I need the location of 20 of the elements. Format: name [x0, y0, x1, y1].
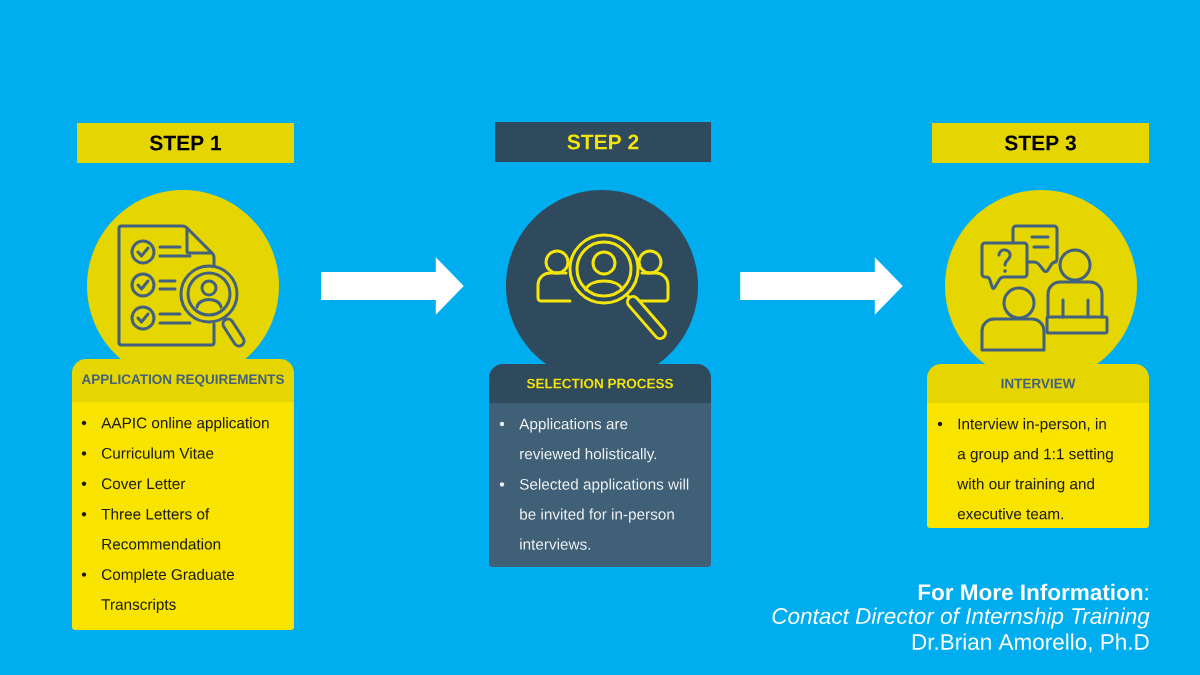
list-item: Three Letters of Recommendation: [101, 508, 221, 550]
heading: SELECTION PROCESS: [526, 378, 673, 389]
info-card: [927, 364, 1149, 528]
heading: INTERVIEW: [1001, 378, 1076, 389]
list-item: Applications are reviewed holistically.: [519, 418, 657, 463]
step-banner: STEP 3: [932, 123, 1149, 163]
step-banner: STEP 1: [77, 123, 294, 163]
list-item: Complete Graduate Transcripts: [101, 568, 235, 613]
heading: APPLICATION REQUIREMENTS: [81, 374, 284, 387]
list-item: Selected applications will be invited for in-person interviews.: [519, 478, 689, 550]
contact-heading: For More Information:: [918, 583, 1148, 601]
contact-line: Dr.Brian Amorello, Ph.D: [912, 633, 1149, 653]
info-card: [72, 359, 294, 630]
list-item: Curriculum Vitae: [102, 447, 214, 459]
step-banner: STEP 2: [495, 122, 711, 162]
list-item: Interview in-person, in a group and 1:1 setting with our training and executive team.: [957, 418, 1113, 520]
info-card: [489, 364, 711, 567]
list-item: Cover Letter: [102, 478, 186, 490]
list-item: AAPIC online application: [101, 417, 269, 432]
contact-line: Contact Director of Internship Training: [772, 607, 1150, 629]
